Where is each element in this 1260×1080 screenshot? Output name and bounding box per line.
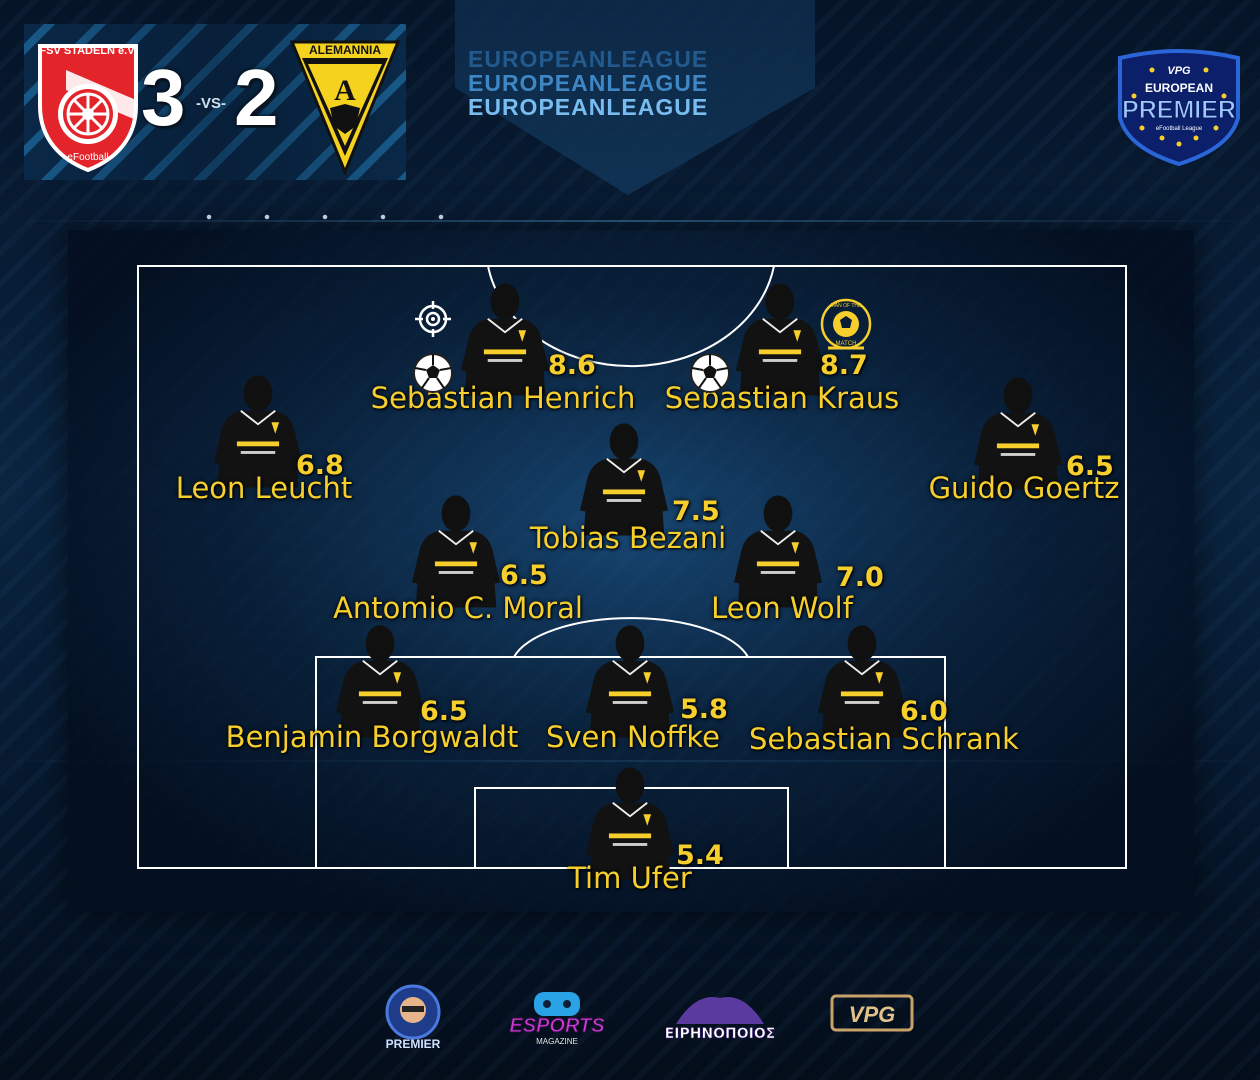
league-title-3: EUROPEANLEAGUE [468,94,709,120]
player-figure [734,282,826,396]
sponsor-vpg-logo: VPG [830,994,914,1032]
brand-name-1: EUROPEAN [1145,81,1213,95]
league-title-2: EUROPEANLEAGUE [468,70,709,96]
brand-name-2: PREMIER [1122,96,1236,124]
player-rating: 6.5 [500,560,548,591]
player-name: Tobias Bezani [529,521,727,555]
sponsor-label: ESPORTS [509,1015,605,1037]
sponsor-label: ΕΙΡΗΝΟΠΟΙΟΣ [666,1026,774,1042]
brand-top: VPG [1167,65,1191,77]
divider-line [0,220,1260,222]
player-rating: 6.5 [420,696,468,727]
sponsor-sub: MAGAZINE [536,1037,578,1046]
european-premier-logo: VPG EUROPEAN PREMIER eFootball League [1118,49,1240,166]
sponsor-esports-logo: ESPORTS MAGAZINE [509,992,606,1046]
player-rating: 7.5 [672,496,720,527]
away-team-crest: ALEMANNIA A [289,40,401,176]
player-name: Antomio C. Moral [333,591,583,625]
player-name: Sebastian Henrich [370,381,636,415]
home-team-crest: FSV STADELN e.V. eFootball [38,44,138,172]
player-name: Sebastian Schrank [749,722,1019,756]
sponsor-label: VPG [849,1002,895,1027]
sponsor-label: PREMIER [386,1037,441,1051]
man-of-the-match-icon: MAN OF THE MATCH [820,298,872,350]
svg-text:MAN OF THE: MAN OF THE [831,303,862,309]
player-rating: 6.5 [1066,451,1114,482]
away-team-name: ALEMANNIA [309,43,381,57]
player-rating: 5.4 [676,840,724,871]
home-team-sub: eFootball [67,152,108,163]
player-name: Benjamin Borgwaldt [225,720,519,754]
sponsor-eirinopoios-logo: ΕΙΡΗΝΟΠΟΙΟΣ [666,997,774,1042]
assist-target-icon [415,301,451,337]
ball-icon [690,353,730,393]
player-figure [578,422,670,536]
player-rating: 7.0 [836,562,884,593]
player-name: Tim Ufer [568,861,692,895]
decor-dots [180,214,480,220]
player-rating: 5.8 [680,694,728,725]
player-figure [816,624,908,738]
player-name: Sven Noffke [545,720,721,754]
player-rating: 8.7 [820,350,868,381]
away-team-letter: A [334,74,356,107]
home-team-name: FSV STADELN e.V. [39,45,136,57]
sponsor-premier-logo: PREMIER [385,984,441,1051]
home-score: 3 [141,53,186,142]
player-name: Leon Wolf [711,591,853,625]
player-rating: 6.8 [296,450,344,481]
player-figure [459,282,551,396]
ball-icon [413,353,453,393]
league-title-1: EUROPEANLEAGUE [468,46,709,72]
score-separator: -VS- [196,95,226,112]
svg-text:MATCH: MATCH [836,341,857,347]
player-name: Leon Leucht [175,471,353,505]
away-score: 2 [234,53,279,142]
player-name: Guido Goertz [928,471,1120,505]
player-rating: 8.6 [548,350,596,381]
player-rating: 6.0 [900,696,948,727]
brand-sub: eFootball League [1156,126,1203,132]
